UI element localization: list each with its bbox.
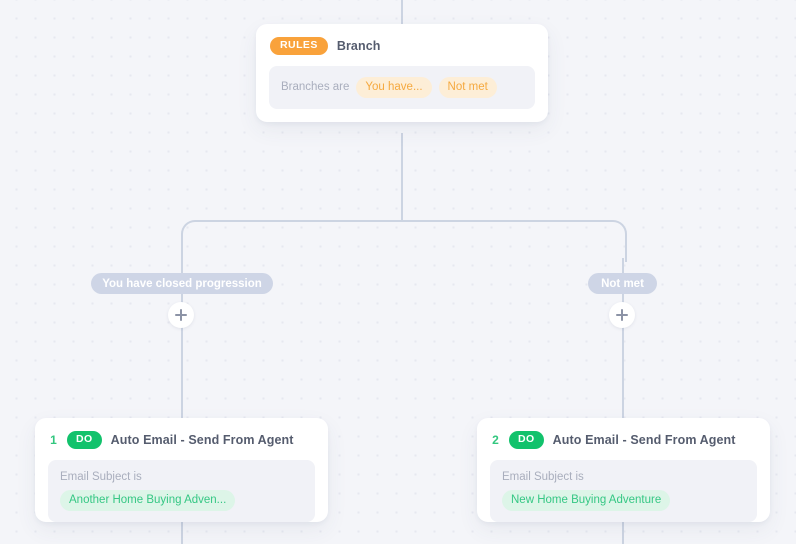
action-card-2-condition-row: Email Subject is New Home Buying Adventu… (502, 471, 745, 511)
rules-condition-label: Branches are (281, 81, 350, 94)
action-card-1-header: 1 DO Auto Email - Send From Agent (35, 418, 328, 449)
do-badge-1: DO (67, 431, 102, 449)
action-card-1-title: Auto Email - Send From Agent (110, 432, 294, 447)
action-card-2-header: 2 DO Auto Email - Send From Agent (477, 418, 770, 449)
branch-label-1: You have closed progression (91, 273, 273, 294)
action-card-1[interactable]: 1 DO Auto Email - Send From Agent Email … (35, 418, 328, 522)
rules-value-pill-2[interactable]: Not met (438, 76, 497, 98)
action-card-1-body[interactable]: Email Subject is Another Home Buying Adv… (48, 459, 315, 522)
connector-rules-to-split (401, 133, 403, 221)
do-badge-2: DO (509, 431, 544, 449)
rules-card-title: Branch (336, 38, 381, 53)
connector-incoming (401, 0, 403, 25)
action-card-2[interactable]: 2 DO Auto Email - Send From Agent Email … (477, 418, 770, 522)
rules-card-header: RULES Branch (256, 24, 548, 55)
action-card-2-title: Auto Email - Send From Agent (552, 432, 736, 447)
connector-branch-2-continue (622, 522, 624, 544)
action-card-2-condition-label: Email Subject is (502, 470, 584, 483)
action-card-2-value-pill[interactable]: New Home Buying Adventure (502, 489, 671, 511)
rules-card-body[interactable]: Branches are You have... Not met (269, 65, 535, 109)
connector-branch-split (181, 220, 627, 262)
connector-branch-1 (181, 258, 183, 420)
action-card-1-condition-row: Email Subject is Another Home Buying Adv… (60, 471, 303, 511)
action-card-2-body[interactable]: Email Subject is New Home Buying Adventu… (490, 459, 757, 522)
add-step-button-branch-2[interactable] (609, 302, 635, 328)
action-card-1-step-number: 1 (50, 432, 57, 447)
rules-condition-row: Branches are You have... Not met (281, 76, 523, 98)
connector-branch-1-continue (181, 522, 183, 544)
action-card-1-value-pill[interactable]: Another Home Buying Adven... (60, 489, 236, 511)
rules-branch-card[interactable]: RULES Branch Branches are You have... No… (256, 24, 548, 122)
action-card-1-condition-label: Email Subject is (60, 470, 142, 483)
rules-badge: RULES (270, 37, 328, 55)
connector-branch-2 (622, 258, 624, 420)
add-step-button-branch-1[interactable] (168, 302, 194, 328)
action-card-2-step-number: 2 (492, 432, 499, 447)
branch-label-2: Not met (588, 273, 657, 294)
rules-value-pill-1[interactable]: You have... (356, 76, 432, 98)
